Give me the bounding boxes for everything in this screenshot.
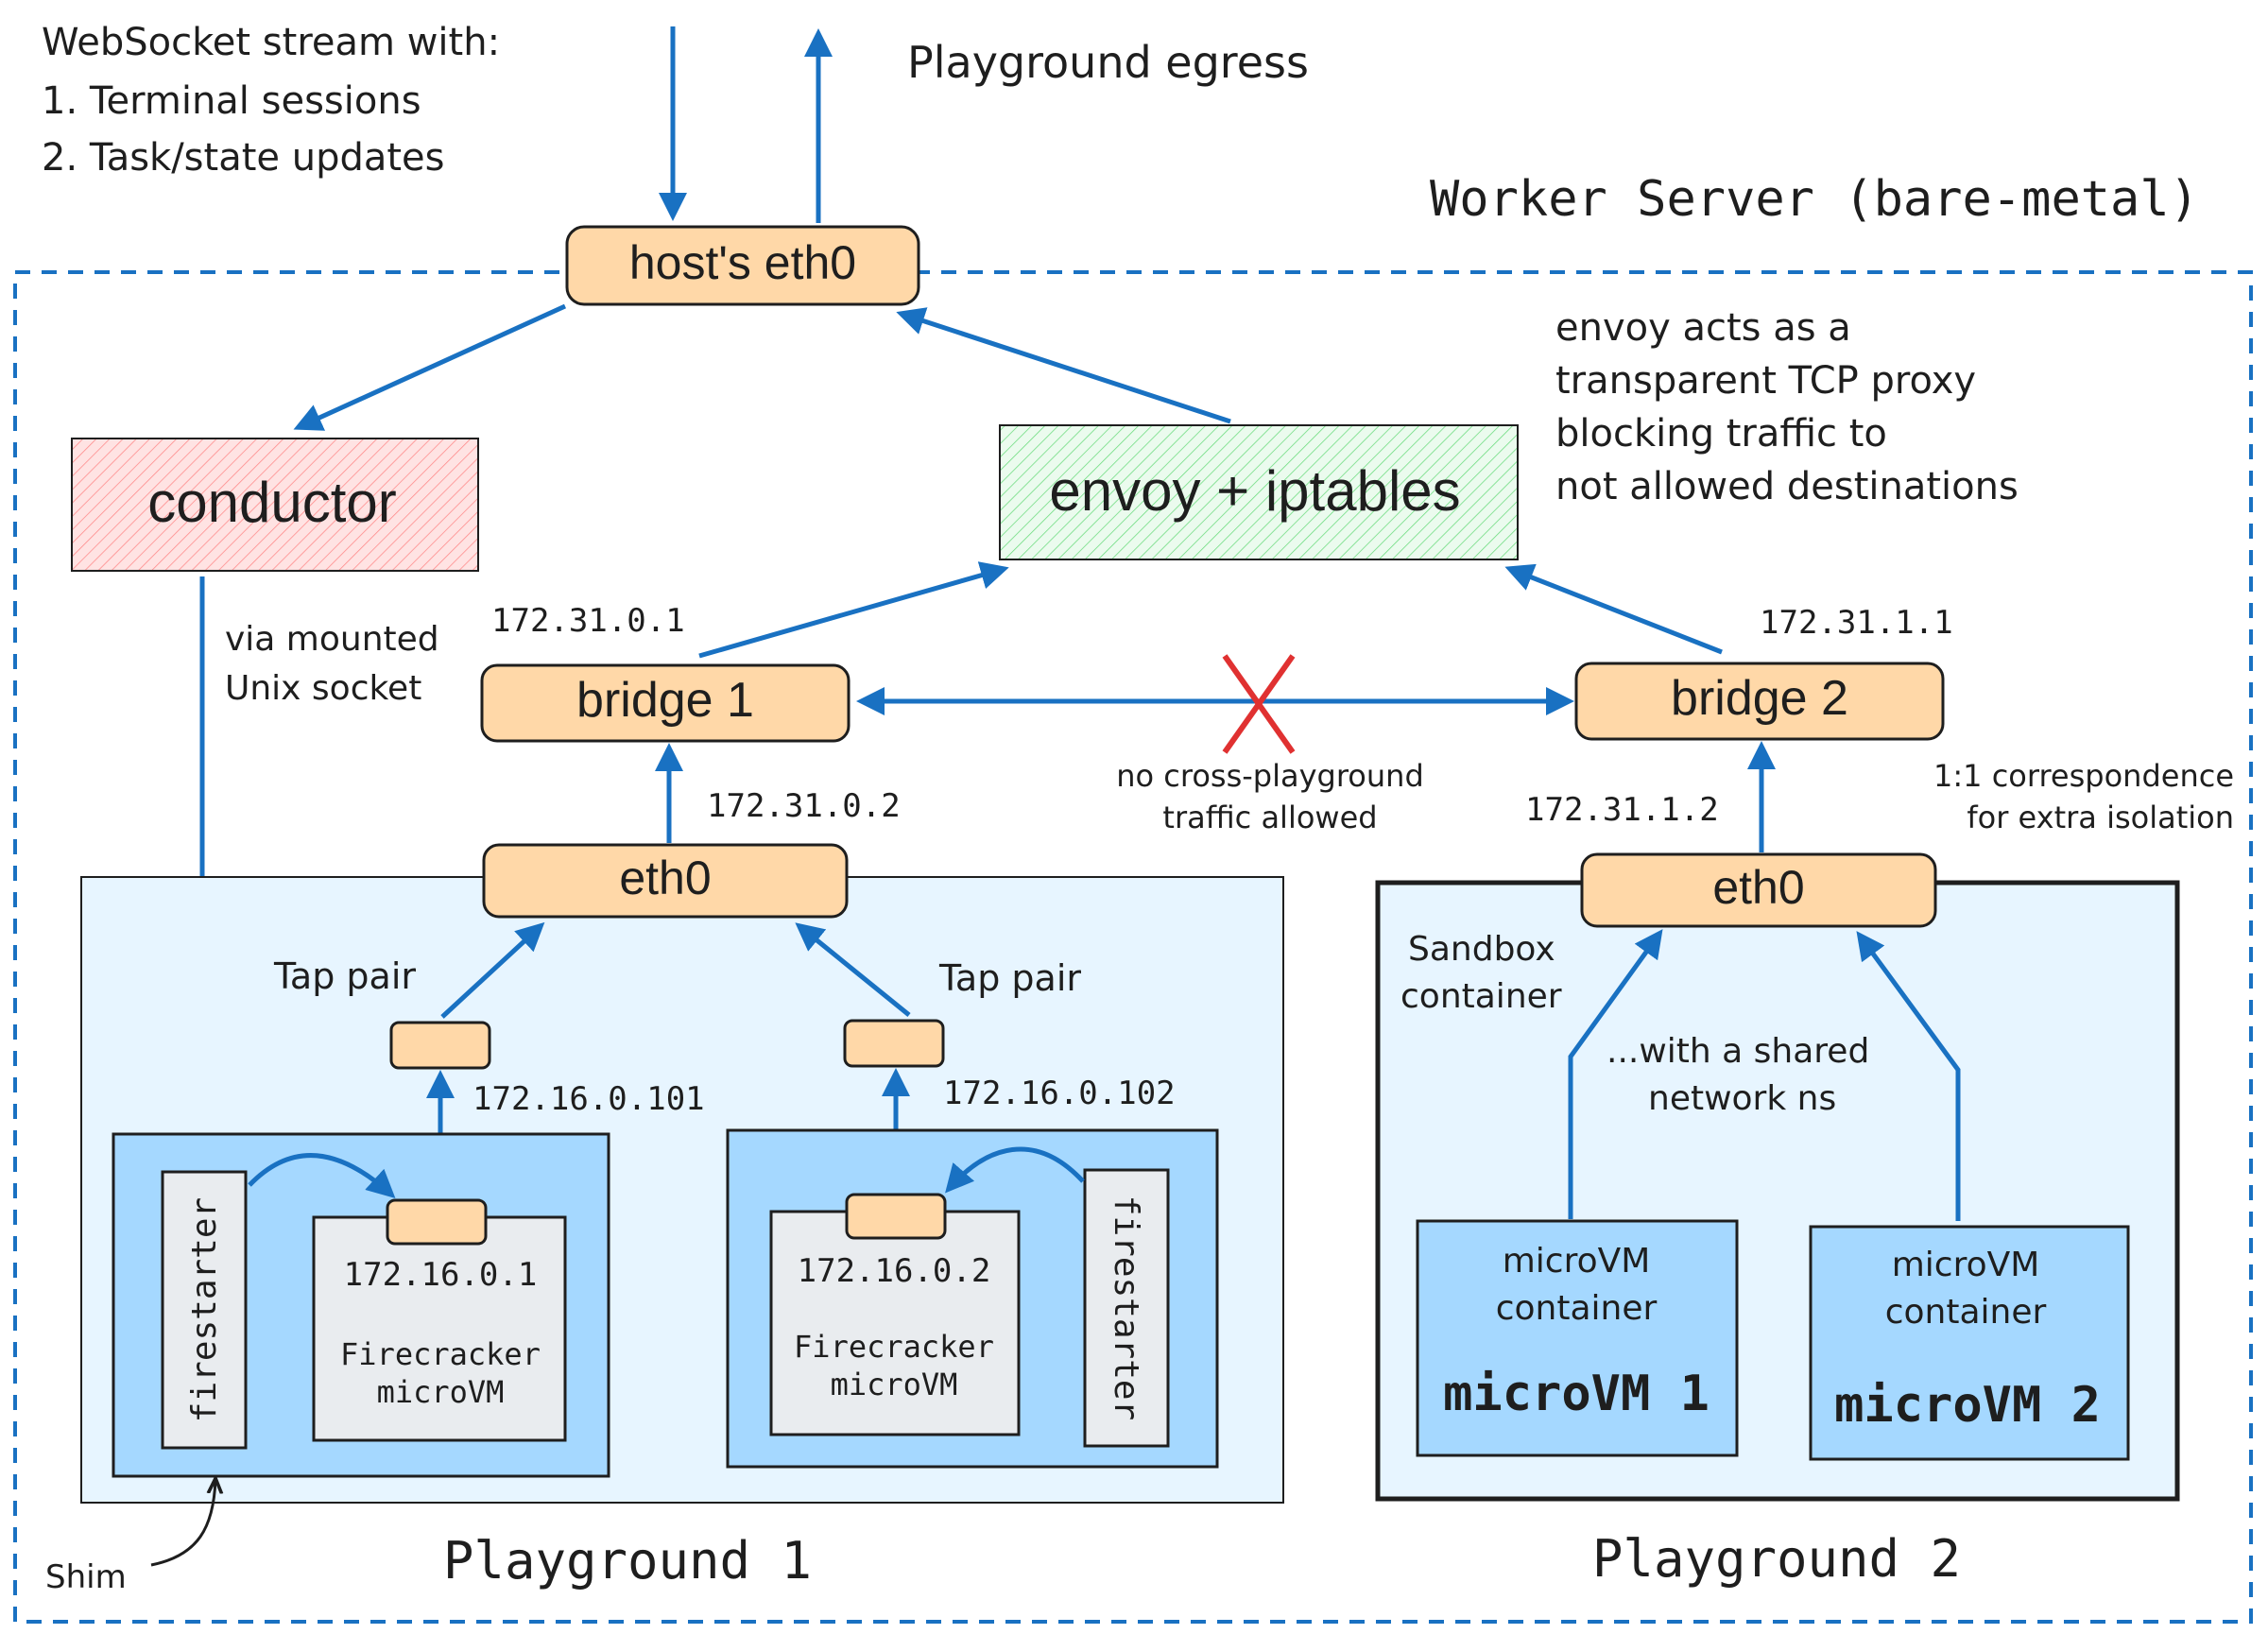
worker-server-frame [13, 270, 2253, 1624]
pg2-shared-line2: network ns [1648, 1079, 1836, 1118]
envoy-box [999, 424, 1519, 560]
pg1-tap-right-box [843, 1019, 945, 1068]
pg1-vm-left-iface [386, 1198, 488, 1246]
host-to-conductor-arrow [293, 303, 567, 431]
pg2-container2-line1: microVM [1892, 1246, 2040, 1284]
pg1-tap-left-to-eth0-arrow [440, 921, 545, 1019]
cross-note-line2: traffic allowed [1162, 800, 1377, 835]
envoy-note-line2: transparent TCP proxy [1555, 359, 1976, 403]
egress-label: Playground egress [907, 37, 1309, 88]
bridge1-ip: 172.31.0.1 [491, 602, 685, 640]
pg2-sandbox-line2: container [1400, 977, 1562, 1016]
envoy-note-line4: not allowed destinations [1555, 465, 2019, 508]
pg1-vm-right-box [769, 1210, 1021, 1436]
conductor-box [71, 438, 479, 572]
pg1-firestarter-right-label: firestarter [1107, 1195, 1145, 1420]
pg1-tap-left-label: Tap pair [273, 955, 416, 997]
websocket-note-line2: 1. Terminal sessions [42, 79, 421, 123]
pg1-tap-right-label: Tap pair [938, 957, 1081, 999]
bridge2-box [1574, 662, 1945, 741]
envoy-note-line1: envoy acts as a [1555, 306, 1851, 350]
pg2-container1-box [1416, 1219, 1739, 1457]
envoy-note-line3: blocking traffic to [1555, 412, 1887, 456]
pg1-tap-right-ip: 172.16.0.102 [943, 1075, 1176, 1112]
bridge2-to-envoy-arrow [1504, 563, 1723, 655]
pg1-tap-right-to-eth0-arrow [795, 922, 911, 1017]
pg1-firestarter-right-box [1083, 1168, 1170, 1448]
pg2-container1-line1: microVM [1503, 1242, 1651, 1281]
pg1-firestarter-right-to-vm-arrow [945, 1146, 1085, 1194]
shim-label: Shim [45, 1558, 127, 1596]
socket-note-line1: via mounted [225, 620, 439, 659]
pg1-vm-right-ip: 172.16.0.2 [798, 1252, 991, 1290]
host-eth0-box [565, 225, 920, 306]
bridge1-to-envoy-arrow [698, 561, 1009, 659]
pg2-container2-box [1809, 1225, 2130, 1461]
pg1-firestarter-left-to-vm-arrow [248, 1153, 396, 1199]
pg2-eth0-box [1580, 852, 1937, 928]
bridge2-label: bridge 2 [1671, 671, 1848, 726]
bridge1-label: bridge 1 [576, 673, 754, 728]
pg1-vm-right-iface [845, 1193, 947, 1240]
pg2-container2-line2: container [1885, 1293, 2047, 1332]
pg1-eth0-ip: 172.31.0.2 [707, 787, 901, 825]
pg2-shared-line1: ...with a shared [1606, 1032, 1869, 1071]
conductor-label: conductor [147, 471, 397, 534]
pg2-container1-line2: container [1496, 1289, 1658, 1328]
socket-note-line2: Unix socket [225, 669, 421, 708]
pg1-vm-right-line2: microVM [831, 1367, 958, 1402]
pg2-correspondence-line2: for extra isolation [1967, 800, 2234, 835]
playground1-title: Playground 1 [443, 1531, 812, 1591]
pg1-vm-left-line1: Firecracker [340, 1336, 541, 1372]
blocked-cross-icon [1222, 654, 1296, 754]
pg1-tap-left-box [389, 1021, 491, 1070]
pg2-eth0-ip: 172.31.1.2 [1525, 791, 1719, 829]
envoy-label: envoy + iptables [1049, 459, 1460, 523]
pg1-firestarter-left-label: firestarter [185, 1197, 224, 1422]
pg1-vm-left-box [312, 1215, 567, 1442]
pg2-container1-to-eth0-arrow [1568, 929, 1663, 1219]
pg2-container2-name: microVM 2 [1834, 1377, 2101, 1434]
pg1-eth0-label: eth0 [619, 851, 711, 904]
bridge1-box [480, 663, 850, 743]
shim-arrow [150, 1480, 215, 1567]
pg1-eth0-box [482, 843, 849, 919]
envoy-to-host-arrow [896, 307, 1231, 424]
pg2-eth0-label: eth0 [1712, 861, 1804, 914]
pg1-tap-left-ip: 172.16.0.101 [472, 1080, 705, 1118]
websocket-note-line3: 2. Task/state updates [42, 136, 445, 180]
bridge2-ip: 172.31.1.1 [1760, 604, 1953, 642]
pg2-container2-to-eth0-arrow [1856, 931, 1961, 1221]
pg2-correspondence-line1: 1:1 correspondence [1933, 758, 2234, 794]
cross-note-line1: no cross-playground [1116, 758, 1424, 794]
server-title: Worker Server (bare-metal) [1430, 171, 2199, 228]
host-eth0-label: host's eth0 [629, 236, 856, 289]
pg1-firestarter-left-box [161, 1170, 248, 1450]
pg2-container1-name: microVM 1 [1443, 1366, 1710, 1422]
pg1-vm-left-ip: 172.16.0.1 [344, 1256, 538, 1294]
pg2-sandbox-line1: Sandbox [1408, 930, 1555, 969]
pg1-vm-right-line1: Firecracker [794, 1329, 994, 1365]
websocket-note-line1: WebSocket stream with: [42, 21, 500, 64]
pg1-vm-left-line2: microVM [377, 1374, 505, 1410]
playground2-title: Playground 2 [1592, 1529, 1961, 1589]
